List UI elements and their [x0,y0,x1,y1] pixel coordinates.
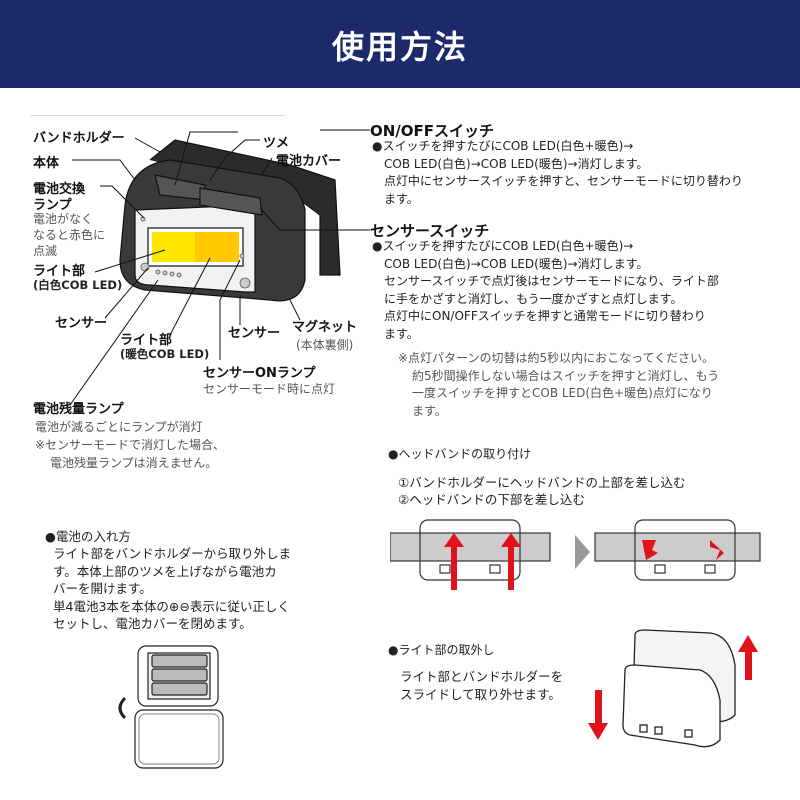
label-light-warm: ライト部 [120,333,173,348]
sensor-switch-desc: ●スイッチを押すたびにCOB LED(白色+暖色)→ COB LED(白色)→C… [372,238,719,343]
label-light-white-sub: (白色COB LED) [33,278,123,292]
text-line: セットし、電池カバーを閉めます。 [53,616,252,631]
light-removal-title: ●ライト部の取外し [388,643,495,657]
text-line: ライト部をバンドホルダーから取り外しま [53,546,292,561]
text-line: ライト部とバンドホルダーを [400,669,564,684]
battery-level-note: ※センサーモードで消灯した場合、 [35,438,226,452]
light-removal-desc: ライト部とバンドホルダーを スライドして取り外せます。 [400,668,563,703]
text-line: に手をかざすと消灯し、もう一度かざすと点灯します。 [384,291,683,306]
warm-led [195,232,239,262]
headband-illustration [390,519,761,590]
battery-level-desc: 電池が減るごとにランプが消灯 [35,420,203,434]
text-line: ●スイッチを押すたびにCOB LED(白色+暖色)→ [372,139,634,153]
rotate-arrow-icon [118,696,127,720]
text-line: 単4電池3本を本体の⊕⊖表示に従い正しく [53,598,290,614]
label-sensor-right: センサー [228,326,281,341]
label-light-warm-sub: (暖色COB LED) [120,347,210,361]
label-sensor-left: センサー [55,316,108,331]
red-arrow-icon [444,533,724,590]
headband-title: ●ヘッドバンドの取り付け [388,447,532,461]
text-line: スライドして取り外せます。 [400,686,561,702]
text-line: ●スイッチを押すたびにCOB LED(白色+暖色)→ [372,239,634,253]
battery-insert-title: ●電池の入れ方 [45,529,131,544]
battery-change-desc: なると赤色に [33,228,106,242]
text-line: 一度スイッチを押すとCOB LED(白色+暖色)点灯になり [412,386,713,400]
label-magnet: マグネット [292,320,358,335]
sensor-switch-title: センサースイッチ [370,222,490,240]
text-line: 点灯中にON/OFFスイッチを押すと通常モードに切り替わり [384,309,706,323]
text-line: ます。 [384,191,419,206]
divider [30,115,285,116]
label-sensor-on-lamp: センサーONランプ [203,366,316,381]
header-bar: 使用方法 [0,0,800,88]
text-line: COB LED(白色)→COB LED(暖色)→消灯します。 [384,156,649,171]
text-line: ます。 [384,326,419,341]
label-sensor-on-lamp-desc: センサーモード時に点灯 [203,382,336,396]
onoff-switch-title: ON/OFFスイッチ [370,122,495,140]
text-line: バーを開けます。 [53,581,152,596]
next-arrow-icon [575,535,590,569]
battery-change-desc: 電池がなく [33,212,94,226]
light-removal-illustration [588,629,758,748]
label-light-white: ライト部 [33,264,86,279]
white-led [152,232,195,262]
text-line: ます。 [412,403,447,418]
headband-step-2: ②ヘッドバンドの下部を差し込む [398,492,585,507]
battery-level-note: 電池残量ランプは消えません。 [50,456,218,470]
sensor-switch-note: ※点灯パターンの切替は約5秒以内におこなってください。 約5秒間操作しない場合は… [398,350,719,420]
battery-change-desc: 点滅 [33,244,58,258]
text-line: 約5秒間操作しない場合はスイッチを押すと消灯し、もう [412,368,720,383]
text-line: 点灯中にセンサースイッチを押すと、センサーモードに切り替わり [384,174,743,188]
label-band-holder: バンドホルダー [33,131,125,146]
onoff-switch-desc: ●スイッチを押すたびにCOB LED(白色+暖色)→ COB LED(白色)→C… [372,138,743,208]
label-claw: ツメ [263,136,290,151]
text-line: センサースイッチで点灯後はセンサーモードになり、ライト部 [384,274,719,288]
label-battery-change-lamp-2: ランプ [33,198,72,213]
text-line: す。本体上部のツメを上げながら電池カ [53,563,277,579]
label-battery-level-lamp: 電池残量ランプ [33,402,124,417]
label-battery-change-lamp: 電池交換 [33,182,86,197]
battery-compartment-illustration [118,645,224,769]
page-title: 使用方法 [331,28,468,66]
text-line: COB LED(白色)→COB LED(暖色)→消灯します。 [384,256,649,271]
label-magnet-sub: (本体裏側) [296,338,354,352]
label-battery-cover: 電池カバー [276,154,342,169]
headband-step-1: ①バンドホルダーにヘッドバンドの上部を差し込む [398,475,686,490]
label-body: 本体 [33,156,60,171]
battery-insert-desc: ライト部をバンドホルダーから取り外しま す。本体上部のツメを上げながら電池カ バ… [53,545,291,633]
red-arrow-icon [588,635,758,740]
text-line: ※点灯パターンの切替は約5秒以内におこなってください。 [398,351,715,365]
